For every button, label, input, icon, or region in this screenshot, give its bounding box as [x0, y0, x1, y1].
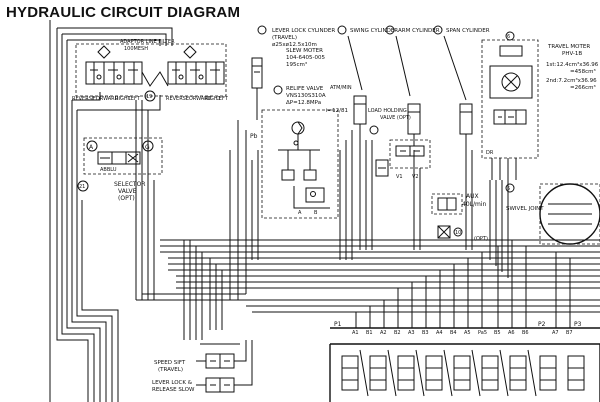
- travel-port-label: LEFT: [216, 96, 229, 102]
- travel-motor-first-b: =458cm³: [570, 68, 596, 75]
- span-cylinder-label: SPAN CYLINDER: [446, 28, 490, 34]
- speed-shift-label: (TRAVEL): [158, 367, 183, 373]
- cylinders: SWING CYLINDER ARM CYLINDER SPAN CYLINDE…: [337, 25, 490, 169]
- adaptor-line-filter: ADAPTOR LINE FILTER 100MESH REVERSE FORW…: [72, 39, 229, 102]
- selector-label: VALVE: [118, 188, 137, 195]
- bottom-port-label: A7: [552, 330, 559, 336]
- selector-valve: A G ABBLU SELECTOR VALVE (OPT) 21: [77, 137, 163, 202]
- swivel-joint-label: SWIVEL JOINT: [506, 206, 544, 212]
- lever-lock-sub: (TRAVEL): [272, 35, 297, 41]
- filter-label: ADAPTOR LINE FILTER: [120, 39, 175, 45]
- travel-port-label: RIGHT: [115, 96, 132, 102]
- bottom-port-label: A4: [436, 330, 443, 336]
- callout-number: 6: [507, 34, 510, 40]
- relief-valve-label: RELIFE VALVE: [286, 86, 324, 92]
- bottom-port-label: A6: [508, 330, 515, 336]
- travel-motor-second-b: =266cm³: [570, 84, 596, 91]
- callout-number: 5: [507, 186, 510, 192]
- lever-lock-spec: ø25xø12.5x10m: [272, 42, 317, 48]
- bottom-port-label: A1: [352, 330, 359, 336]
- lever-lock-release-label: LEVER LOCK &: [152, 380, 193, 386]
- travel-motor-first: 1st:12.4cm³x36.96: [546, 61, 599, 68]
- bottom-port-label: B7: [566, 330, 573, 336]
- bottom-port-label: A2: [380, 330, 387, 336]
- travel-motor-second: 2nd:7.2cm³x36.96: [546, 77, 597, 84]
- lever-lock-label: LEVER LOCK CYLINDER: [272, 28, 335, 34]
- travel-port-label: FORWARD: [93, 96, 119, 102]
- selector-ports: ABBLU: [100, 167, 117, 173]
- slew-motor-part: 104-6405-005: [286, 55, 325, 61]
- relief-valve-atm: ATM/MIN: [330, 85, 352, 91]
- selector-port-a: A: [89, 144, 94, 151]
- lever-lock-cylinder: LEVER LOCK CYLINDER (TRAVEL) ø25xø12.5x1…: [251, 25, 335, 120]
- relief-valve-part: VNS130S310A: [286, 93, 326, 99]
- bottom-port-row: P1 P2 P3 A1 B1 A2 B2 A3 B3 A4 B4 A5 Pa5 …: [330, 240, 600, 336]
- port-pb: Pb: [250, 133, 258, 140]
- bottom-port-label: B3: [422, 330, 429, 336]
- left-bus-lines: [49, 20, 173, 402]
- callout-number: 10: [455, 230, 461, 236]
- bottom-port-label: B5: [494, 330, 501, 336]
- valve-opt-label: LOAD HOLDING: [368, 108, 407, 114]
- bottom-port-label: A5: [464, 330, 471, 336]
- travel-port-label: REVERSE: [166, 96, 189, 102]
- slew-motor-block: SLEW MOTER 104-6405-005 195cm³ RELIFE VA…: [250, 48, 352, 219]
- swing-cylinder-label: SWING CYLINDER: [350, 28, 398, 34]
- aux-flow: 40L/min: [462, 201, 487, 208]
- bottom-port-label: B2: [394, 330, 401, 336]
- port-label: V2: [412, 174, 419, 180]
- speed-shift-label: SPEED SIFT: [154, 360, 186, 366]
- selector-label: SELECTOR: [114, 181, 145, 188]
- relief-valve-pressure: ΔP=12.8MPa: [286, 100, 321, 106]
- bottom-port-label: A3: [408, 330, 415, 336]
- speed-shift-block: SPEED SIFT (TRAVEL) LEVER LOCK & RELEASE…: [152, 340, 253, 393]
- travel-port-label: LEFT: [128, 96, 141, 102]
- callout-number: 21: [79, 184, 85, 190]
- selector-label: (OPT): [118, 195, 135, 202]
- bottom-port-label: B4: [450, 330, 457, 336]
- aux-block: AUX 40L/min 10 (OPT) 5 SWIVEL JOINT: [431, 183, 600, 245]
- control-valve-bank: [329, 343, 600, 402]
- travel-port-label: FORWARD: [186, 96, 212, 102]
- callout-number: 19: [146, 94, 152, 100]
- port-label: V1: [396, 174, 403, 180]
- bottom-port-label: B6: [522, 330, 529, 336]
- port-label: A: [298, 210, 302, 216]
- port-label: B: [314, 210, 318, 216]
- port-dr: DR: [486, 150, 494, 156]
- travel-motor-label: TRAVEL MOTER: [547, 44, 590, 50]
- travel-motor: 6 DR TRAVEL MOTER PHV-1B 1st:12.4cm³x36.…: [481, 31, 599, 180]
- port-p3: P3: [574, 321, 582, 328]
- page-title: HYDRAULIC CIRCUIT DIAGRAM: [6, 4, 241, 21]
- arm-cylinder-label: ARM CYLINDER: [398, 28, 440, 34]
- travel-port-label: RIGHT: [205, 96, 222, 102]
- bus-lines-middle: [135, 100, 600, 340]
- aux-opt: (OPT): [474, 236, 488, 242]
- lever-lock-release-label: RELEASE SLOW: [152, 387, 195, 393]
- filter-spec: 100MESH: [124, 46, 148, 52]
- slew-motor-label: SLEW MOTER: [286, 48, 323, 54]
- travel-port-label: REVERSE: [72, 96, 95, 102]
- port-p1: P1: [334, 321, 342, 328]
- port-p2: P2: [538, 321, 546, 328]
- valve-opt-label: VALVE (OPT): [380, 115, 411, 121]
- bottom-port-label: Pa5: [478, 330, 487, 336]
- bottom-port-label: B1: [366, 330, 373, 336]
- travel-motor-model: PHV-1B: [562, 51, 582, 57]
- relief-valve-ratio: i=12/81: [326, 108, 348, 114]
- misc-valve: V1 V2: [375, 159, 419, 180]
- slew-motor-disp: 195cm³: [286, 61, 307, 68]
